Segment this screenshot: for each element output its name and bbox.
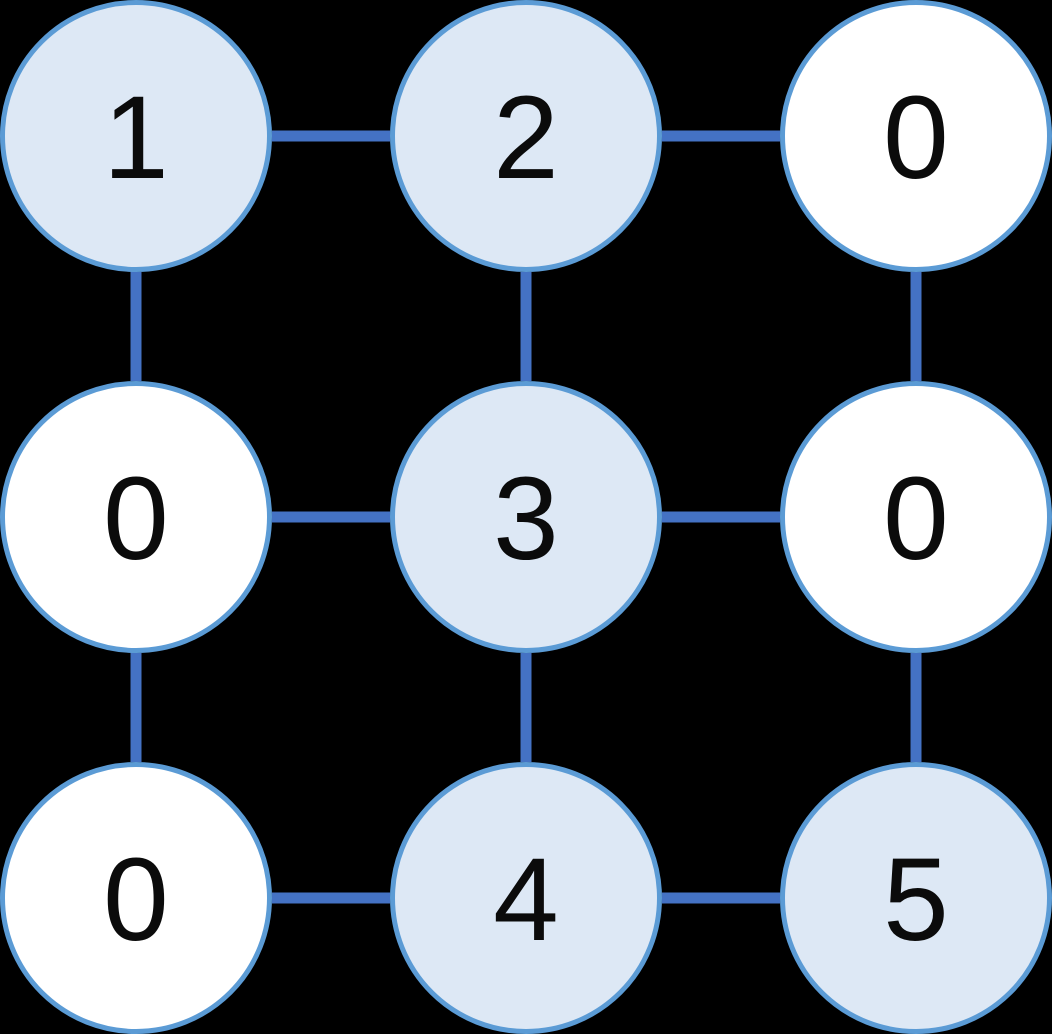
graph-node[interactable]: 0 [780,381,1052,653]
node-circle[interactable] [0,762,272,1034]
graph-node[interactable]: 5 [780,762,1052,1034]
node-label: 0 [103,453,169,585]
graph-node[interactable]: 1 [0,0,272,272]
graph-node[interactable]: 4 [390,762,662,1034]
graph-node[interactable]: 2 [390,0,662,272]
node-circle[interactable] [390,381,662,653]
node-label: 3 [493,453,559,585]
node-label: 0 [883,453,949,585]
node-circle[interactable] [0,0,272,272]
node-label: 1 [103,72,169,204]
node-circle[interactable] [780,0,1052,272]
node-label: 4 [493,834,559,966]
graph-node[interactable]: 0 [0,381,272,653]
node-circle[interactable] [0,381,272,653]
edges-layer [130,130,922,904]
node-circle[interactable] [780,381,1052,653]
node-label: 0 [883,72,949,204]
graph-node[interactable]: 0 [0,762,272,1034]
graph-node[interactable]: 0 [780,0,1052,272]
node-circle[interactable] [390,0,662,272]
node-circle[interactable] [780,762,1052,1034]
node-label: 5 [883,834,949,966]
node-label: 0 [103,834,169,966]
node-label: 2 [493,72,559,204]
node-circle[interactable] [390,762,662,1034]
graph-node[interactable]: 3 [390,381,662,653]
